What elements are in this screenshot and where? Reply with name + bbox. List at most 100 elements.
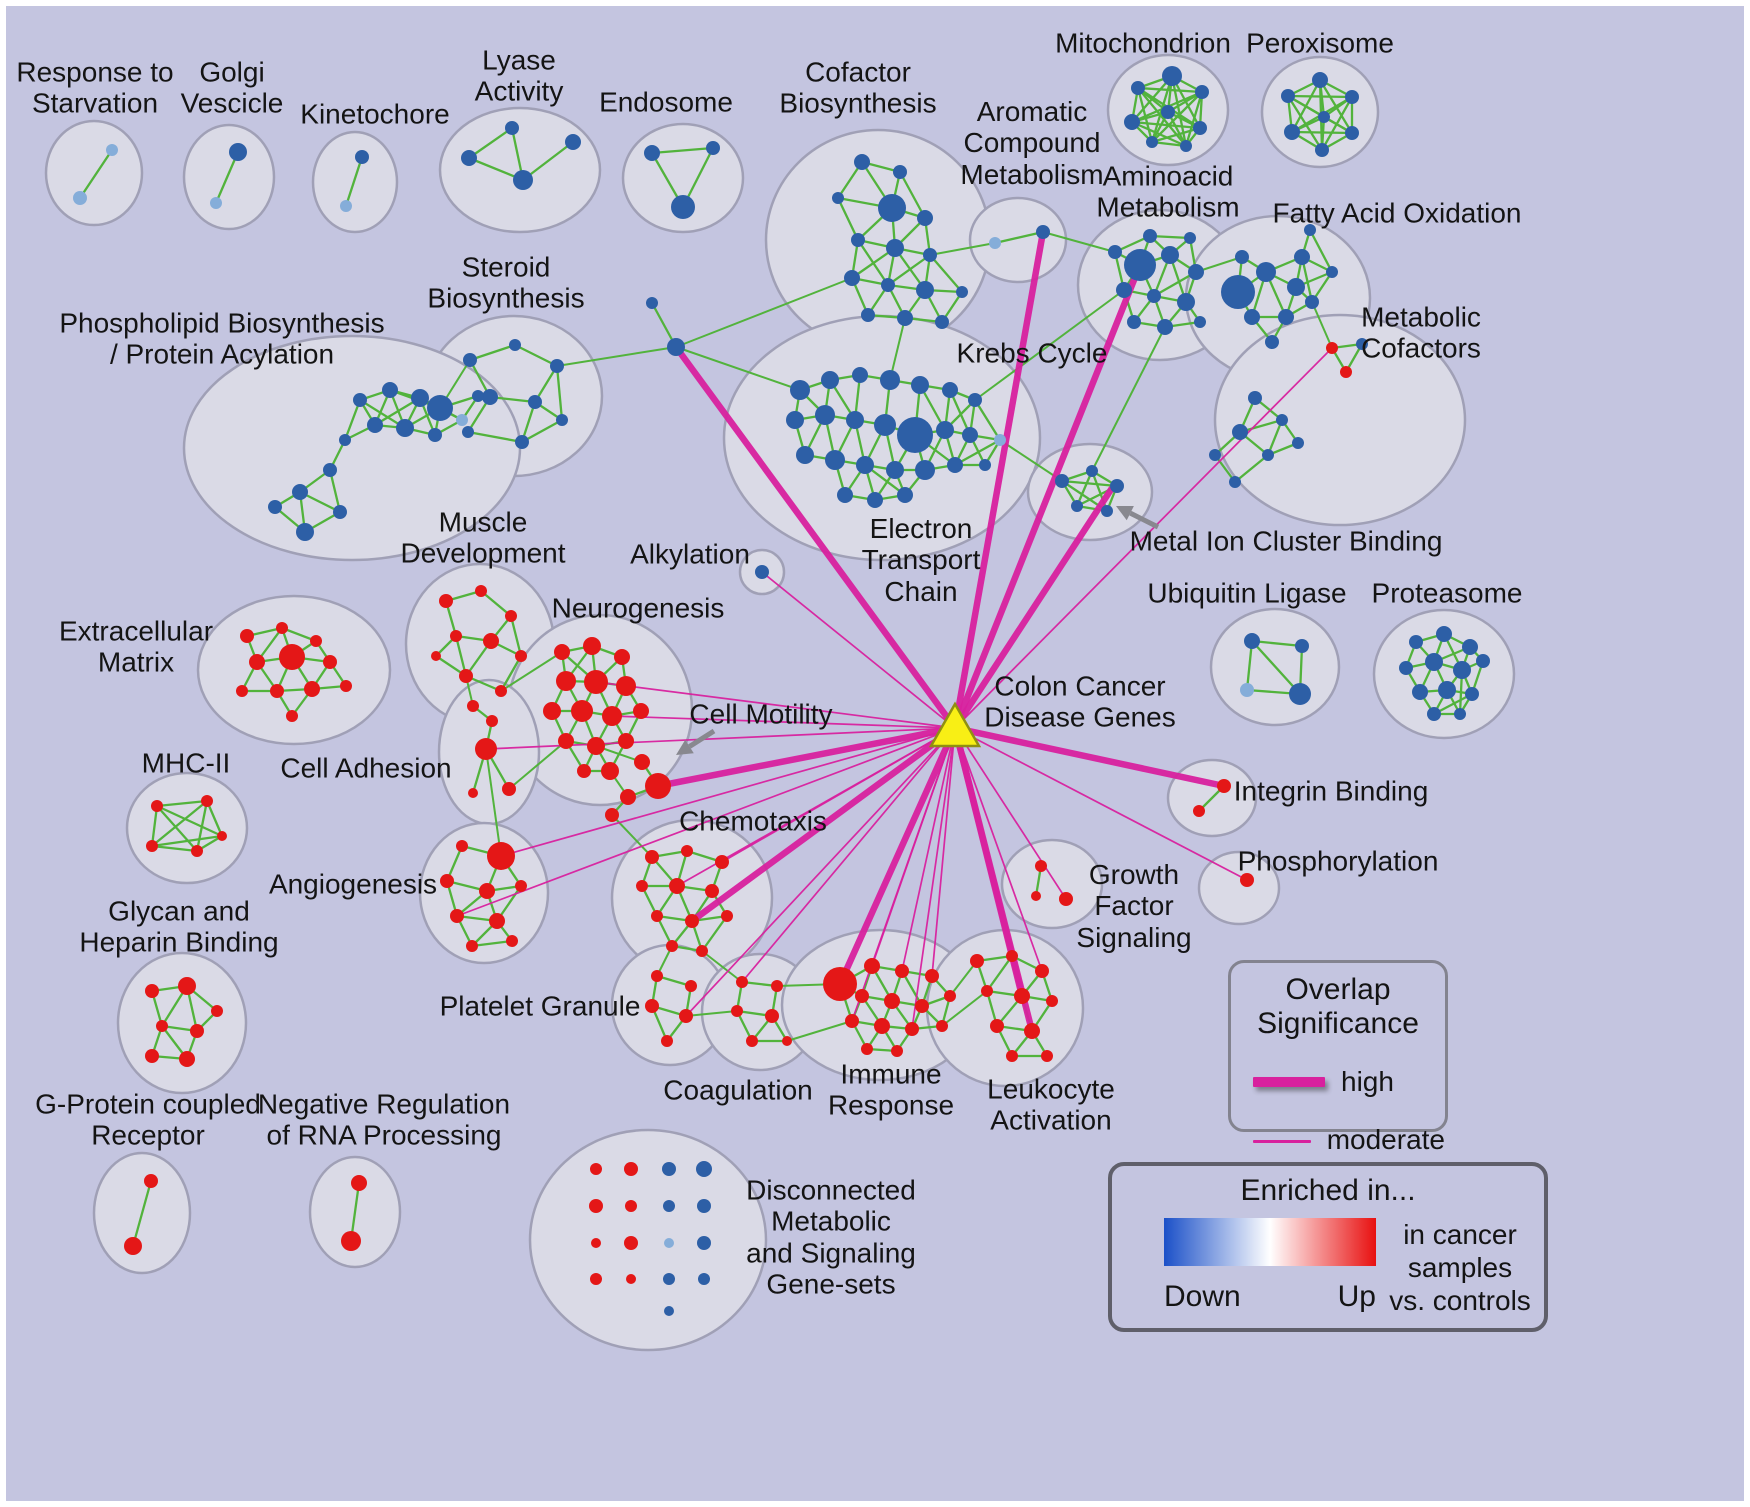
cofactor-biosynthesis-node[interactable] xyxy=(893,165,907,179)
lyase-activity-node[interactable] xyxy=(565,134,581,150)
fatty-acid-oxidation-node[interactable] xyxy=(1287,278,1305,296)
phospholipid-biosynthesis-node[interactable] xyxy=(472,390,484,402)
metabolic-cofactors-node[interactable] xyxy=(1340,366,1352,378)
cell-motility-node[interactable] xyxy=(645,773,671,799)
immune-response-node[interactable] xyxy=(845,1014,859,1028)
neurogenesis-node[interactable] xyxy=(618,733,634,749)
cofactor-biosynthesis-node[interactable] xyxy=(917,210,933,226)
fatty-acid-oxidation-node[interactable] xyxy=(1244,309,1260,325)
electron-transport-chain-node[interactable] xyxy=(821,371,839,389)
cofactor-biosynthesis-node[interactable] xyxy=(832,192,844,204)
fatty-acid-oxidation-node[interactable] xyxy=(1326,266,1338,278)
steroid-cofactor-junction-node[interactable] xyxy=(667,338,685,356)
cell-adhesion-node[interactable] xyxy=(502,782,516,796)
kinetochore-node[interactable] xyxy=(355,150,369,164)
coagulation-node[interactable] xyxy=(771,980,783,992)
coagulation-node[interactable] xyxy=(731,1005,743,1017)
proteasome-node[interactable] xyxy=(1399,661,1413,675)
cofactor-biosynthesis-node[interactable] xyxy=(916,281,934,299)
neurogenesis-node[interactable] xyxy=(587,737,605,755)
peroxisome-node[interactable] xyxy=(1345,126,1359,140)
extracellular-matrix-node[interactable] xyxy=(340,680,352,692)
extracellular-matrix-node[interactable] xyxy=(310,635,322,647)
extracellular-matrix-node[interactable] xyxy=(249,654,265,670)
endosome-node[interactable] xyxy=(644,145,660,161)
phospholipid-biosynthesis-node[interactable] xyxy=(339,434,351,446)
integrin-binding-node[interactable] xyxy=(1217,779,1231,793)
cofactor-biosynthesis-node[interactable] xyxy=(844,270,860,286)
immune-response-node[interactable] xyxy=(925,969,939,983)
metabolic-cofactors-node[interactable] xyxy=(1292,437,1304,449)
mitochondrion-node[interactable] xyxy=(1146,136,1158,148)
peroxisome-node[interactable] xyxy=(1318,111,1330,123)
phospholipid-biosynthesis-node[interactable] xyxy=(296,523,314,541)
g-protein-coupled-receptor-node[interactable] xyxy=(144,1174,158,1188)
metal-ion-cluster-binding-node[interactable] xyxy=(1086,465,1098,477)
metabolic-cofactors-node[interactable] xyxy=(1326,342,1338,354)
steroid-biosynthesis-node[interactable] xyxy=(528,395,542,409)
neurogenesis-node[interactable] xyxy=(602,706,622,726)
phospholipid-biosynthesis-node[interactable] xyxy=(292,484,308,500)
angiogenesis-node[interactable] xyxy=(487,842,515,870)
cofactor-biosynthesis-node[interactable] xyxy=(923,248,937,262)
electron-transport-chain-node[interactable] xyxy=(897,487,913,503)
neurogenesis-node[interactable] xyxy=(556,671,576,691)
disconnected-gene-sets-node[interactable] xyxy=(663,1273,675,1285)
disconnected-gene-sets-node[interactable] xyxy=(698,1273,710,1285)
mitochondrion-node[interactable] xyxy=(1162,66,1182,86)
electron-transport-chain-node[interactable] xyxy=(874,414,896,436)
cofactor-biosynthesis-node[interactable] xyxy=(861,308,875,322)
immune-response-node[interactable] xyxy=(855,989,869,1003)
leukocyte-activation-node[interactable] xyxy=(990,1019,1004,1033)
cofactor-biosynthesis-node[interactable] xyxy=(935,315,949,329)
proteasome-node[interactable] xyxy=(1412,684,1428,700)
mitochondrion-node[interactable] xyxy=(1193,121,1207,135)
metabolic-cofactors-node[interactable] xyxy=(1229,476,1241,488)
immune-response-node[interactable] xyxy=(905,1022,919,1036)
coagulation-node[interactable] xyxy=(736,976,748,988)
cell-adhesion-node[interactable] xyxy=(486,715,498,727)
electron-transport-chain-node[interactable] xyxy=(911,376,929,394)
neurogenesis-node[interactable] xyxy=(584,670,608,694)
neurogenesis-node[interactable] xyxy=(633,703,649,719)
glycan-heparin-binding-node[interactable] xyxy=(156,1020,168,1032)
electron-transport-chain-node[interactable] xyxy=(846,411,864,429)
aminoacid-metabolism-node[interactable] xyxy=(1127,315,1141,329)
aminoacid-metabolism-node[interactable] xyxy=(1161,246,1179,264)
chemotaxis-node[interactable] xyxy=(696,945,708,957)
leukocyte-activation-node[interactable] xyxy=(1006,950,1018,962)
lyase-activity-node[interactable] xyxy=(461,150,477,166)
chemotaxis-node[interactable] xyxy=(685,914,699,928)
metabolic-cofactors-node[interactable] xyxy=(1356,338,1368,350)
leukocyte-activation-node[interactable] xyxy=(1006,1050,1018,1062)
peroxisome-node[interactable] xyxy=(1312,72,1328,88)
electron-transport-chain-node[interactable] xyxy=(837,487,853,503)
phospholipid-biosynthesis-node[interactable] xyxy=(396,419,414,437)
proteasome-node[interactable] xyxy=(1454,708,1466,720)
proteasome-node[interactable] xyxy=(1438,681,1456,699)
cofactor-biosynthesis-node[interactable] xyxy=(956,286,968,298)
metal-ion-cluster-binding-node[interactable] xyxy=(1071,500,1083,512)
cell-adhesion-node[interactable] xyxy=(475,738,497,760)
neurogenesis-node[interactable] xyxy=(577,764,591,778)
peroxisome-node[interactable] xyxy=(1345,90,1359,104)
angiogenesis-node[interactable] xyxy=(466,940,478,952)
fatty-acid-oxidation-node[interactable] xyxy=(1294,249,1310,265)
neurogenesis-node[interactable] xyxy=(571,700,593,722)
chemotaxis-node[interactable] xyxy=(636,880,648,892)
steroid-biosynthesis-node[interactable] xyxy=(462,426,474,438)
muscle-development-node[interactable] xyxy=(475,585,487,597)
peroxisome-node[interactable] xyxy=(1284,124,1300,140)
chemotaxis-node[interactable] xyxy=(666,940,678,952)
electron-transport-chain-node[interactable] xyxy=(962,427,978,443)
platelet-granule-node[interactable] xyxy=(651,970,663,982)
disconnected-gene-sets-node[interactable] xyxy=(664,1238,674,1248)
electron-transport-chain-node[interactable] xyxy=(796,446,814,464)
disconnected-gene-sets-node[interactable] xyxy=(626,1274,636,1284)
disconnected-gene-sets-node[interactable] xyxy=(624,1162,638,1176)
glycan-heparin-binding-node[interactable] xyxy=(190,1024,204,1038)
metal-ion-cluster-binding-node[interactable] xyxy=(1110,479,1124,493)
glycan-heparin-binding-node[interactable] xyxy=(145,1049,159,1063)
phospholipid-biosynthesis-node[interactable] xyxy=(411,389,429,407)
proteasome-node[interactable] xyxy=(1476,654,1490,668)
